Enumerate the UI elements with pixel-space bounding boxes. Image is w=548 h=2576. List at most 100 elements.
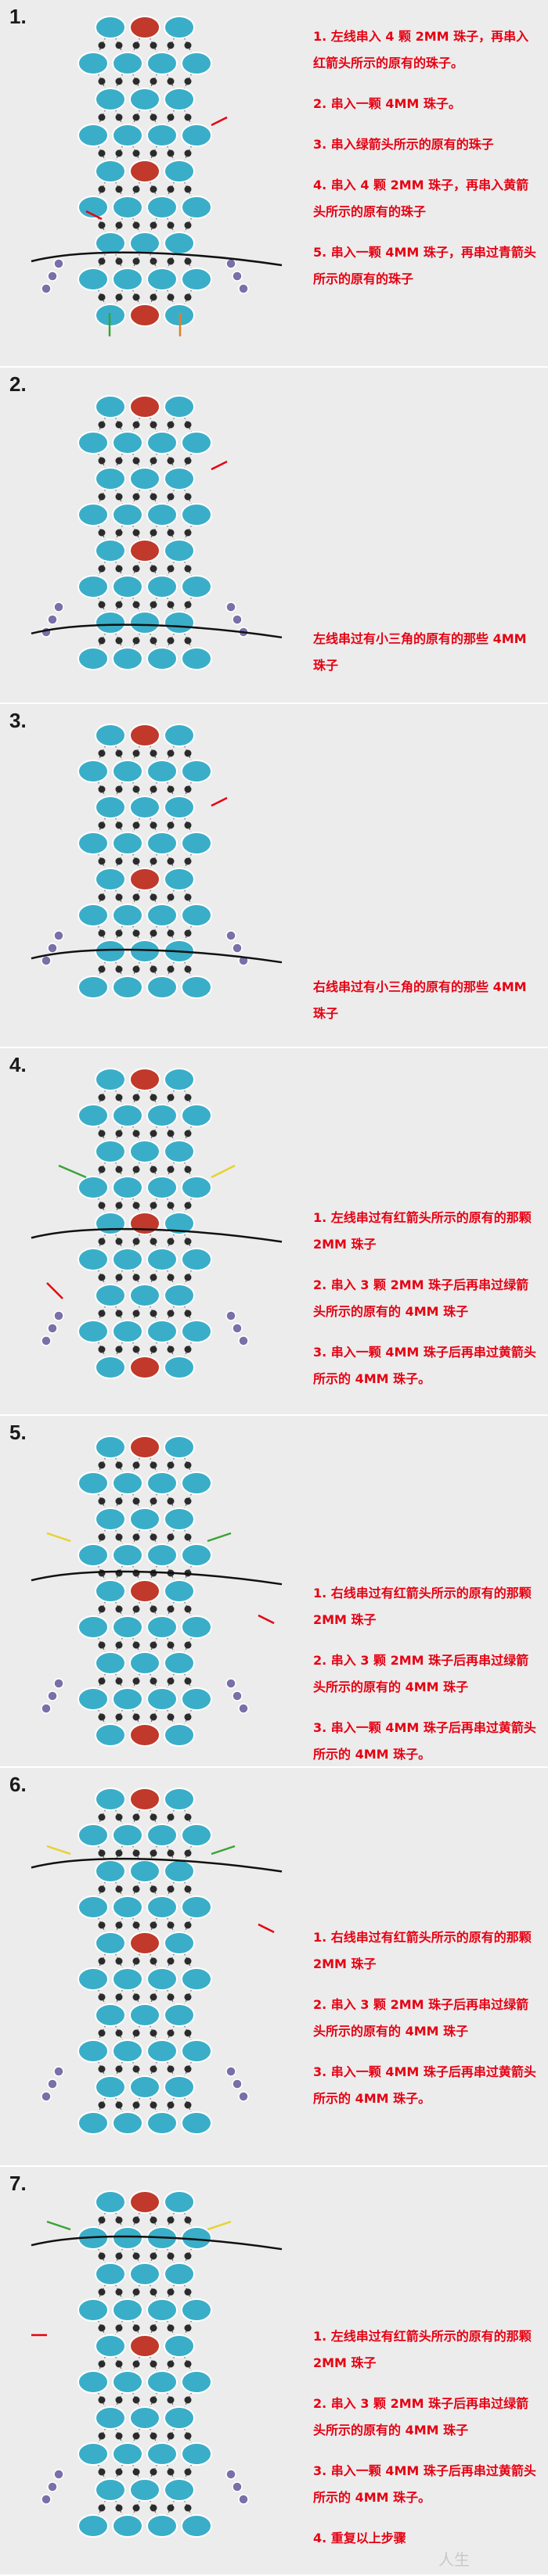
small-bead xyxy=(98,2468,106,2476)
small-bead xyxy=(150,1849,157,1857)
small-bead xyxy=(167,965,175,973)
side-bead xyxy=(53,2066,64,2077)
large-bead xyxy=(95,1507,126,1531)
small-bead xyxy=(115,785,123,793)
small-bead xyxy=(115,2252,123,2260)
small-bead xyxy=(98,185,106,193)
small-bead xyxy=(115,77,123,85)
large-bead xyxy=(181,2111,212,2135)
small-bead xyxy=(132,565,140,573)
step-panel-3: 3. 右线串过有小三角的原有的那些 4MM 珠子 xyxy=(0,704,548,1048)
large-bead xyxy=(95,1140,126,1163)
small-bead xyxy=(184,1885,192,1893)
large-bead xyxy=(95,2406,126,2430)
large-bead xyxy=(164,1068,195,1091)
large-bead xyxy=(164,1284,195,1307)
side-bead xyxy=(232,2078,243,2089)
small-bead xyxy=(132,1921,140,1929)
large-bead xyxy=(164,1651,195,1675)
small-bead xyxy=(150,2432,157,2440)
small-bead xyxy=(150,41,157,49)
small-bead xyxy=(167,257,175,265)
small-bead xyxy=(150,1094,157,1101)
note-line: 4. 重复以上步骤 xyxy=(313,2531,406,2545)
large-bead xyxy=(164,2334,195,2358)
large-bead xyxy=(95,1068,126,1091)
center-bead xyxy=(129,1579,160,1603)
small-bead xyxy=(98,2065,106,2073)
small-bead xyxy=(115,1677,123,1685)
center-bead xyxy=(129,2190,160,2214)
small-bead xyxy=(98,1274,106,1281)
small-bead xyxy=(115,2432,123,2440)
small-bead xyxy=(150,1130,157,1137)
small-bead xyxy=(98,493,106,501)
bead-diagram-1 xyxy=(31,16,283,336)
small-bead xyxy=(98,1957,106,1965)
side-bead xyxy=(225,2066,236,2077)
pointer-arrow xyxy=(46,1845,71,1856)
small-bead xyxy=(115,2216,123,2224)
large-bead xyxy=(146,1104,178,1127)
note-line: 2. 串入一颗 4MM 珠子。 xyxy=(313,96,461,111)
step-panel-1: 1. 1. 左线串入 4 颗 2MM 珠子，再串入红箭头所示的原有的珠子。 2.… xyxy=(0,0,548,368)
working-thread xyxy=(31,1227,283,1243)
small-bead xyxy=(98,2029,106,2037)
small-bead xyxy=(98,2216,106,2224)
small-bead xyxy=(132,2432,140,2440)
small-bead xyxy=(150,2065,157,2073)
small-bead xyxy=(115,821,123,829)
small-bead xyxy=(167,1094,175,1101)
small-bead xyxy=(98,2504,106,2512)
large-bead xyxy=(164,1723,195,1747)
small-bead xyxy=(115,1094,123,1101)
large-bead xyxy=(112,2226,143,2250)
small-bead xyxy=(150,113,157,121)
small-bead xyxy=(115,529,123,537)
small-bead xyxy=(184,257,192,265)
side-bead xyxy=(47,614,58,625)
large-bead xyxy=(181,975,212,999)
large-bead xyxy=(95,2478,126,2502)
large-bead xyxy=(95,1284,126,1307)
large-bead xyxy=(146,1687,178,1711)
working-thread xyxy=(31,2235,283,2251)
small-bead xyxy=(184,2360,192,2368)
small-bead xyxy=(132,1202,140,1209)
large-bead xyxy=(164,1356,195,1379)
large-bead xyxy=(112,1176,143,1199)
small-bead xyxy=(167,2504,175,2512)
large-bead xyxy=(164,16,195,39)
large-bead xyxy=(95,1787,126,1811)
small-bead xyxy=(115,257,123,265)
large-bead xyxy=(146,2039,178,2063)
large-bead xyxy=(95,1212,126,1235)
small-bead xyxy=(132,1713,140,1721)
small-bead xyxy=(150,1677,157,1685)
large-bead xyxy=(78,2514,109,2538)
large-bead xyxy=(78,1823,109,1847)
small-bead xyxy=(98,1569,106,1577)
large-bead xyxy=(146,2442,178,2466)
small-bead xyxy=(167,221,175,229)
large-bead xyxy=(164,160,195,183)
large-bead xyxy=(112,2514,143,2538)
small-bead xyxy=(184,221,192,229)
small-bead xyxy=(132,1094,140,1101)
step-panel-2: 2. 左线串过有小三角的原有的那些 4MM 珠子 xyxy=(0,368,548,704)
large-bead xyxy=(129,2478,160,2502)
small-bead xyxy=(167,565,175,573)
note-line: 3. 串入绿箭头所示的原有的珠子 xyxy=(313,137,494,152)
small-bead xyxy=(98,1461,106,1469)
small-bead xyxy=(115,2396,123,2404)
side-bead xyxy=(238,1703,249,1714)
small-bead xyxy=(98,637,106,645)
small-bead xyxy=(150,2101,157,2109)
bead-diagram-6 xyxy=(31,1787,283,2135)
center-bead xyxy=(129,1212,160,1235)
pointer-arrow xyxy=(258,1614,275,1625)
small-bead xyxy=(167,2360,175,2368)
small-bead xyxy=(150,1345,157,1353)
small-bead xyxy=(167,821,175,829)
large-bead xyxy=(78,1543,109,1567)
